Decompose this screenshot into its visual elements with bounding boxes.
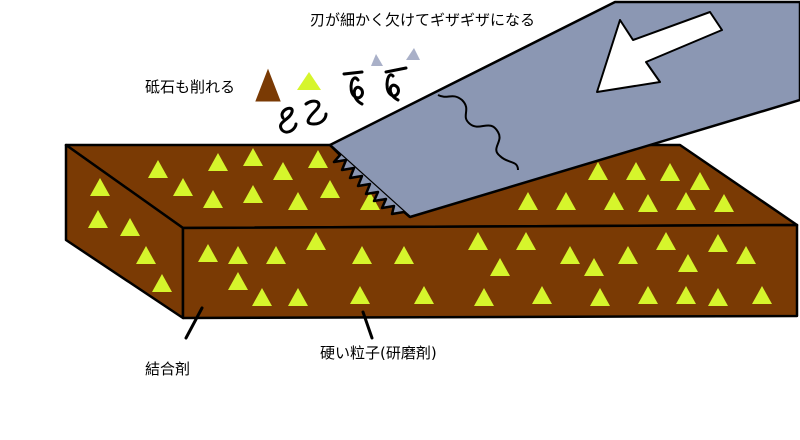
abrasive-grain	[208, 153, 228, 171]
abrasive-grain	[228, 246, 248, 264]
abrasive-grain	[273, 162, 293, 180]
abrasive-grain	[678, 254, 698, 272]
abrasive-grain	[308, 150, 328, 168]
abrasive-grain	[252, 288, 272, 306]
abrasive-grain	[532, 286, 552, 304]
abrasive-grain	[752, 286, 772, 304]
abrasive-grain	[560, 246, 580, 264]
abrasive-grain	[120, 218, 140, 236]
abrasive-grain	[228, 272, 248, 290]
grain-leader-line	[361, 310, 374, 340]
abrasive-grain	[604, 192, 624, 210]
abrasive-grain	[350, 286, 370, 304]
abrasive-grain	[490, 258, 510, 276]
abrasive-grain	[148, 160, 168, 178]
abrasive-grain	[676, 192, 696, 210]
abrasive-grain	[243, 185, 263, 203]
abrasive-grain	[288, 288, 308, 306]
abrasive-grain	[198, 244, 218, 262]
abrasive-grain	[584, 258, 604, 276]
abrasive-grain	[90, 178, 110, 196]
abrasive-grain	[588, 162, 608, 180]
abrasive-grains	[88, 148, 772, 306]
abrasive-grain	[656, 232, 676, 250]
abrasive-grain	[690, 172, 710, 190]
abrasive-grain	[243, 148, 263, 166]
abrasive-grain	[676, 286, 696, 304]
abrasive-grain-label: 硬い粒子(研磨剤)	[320, 344, 437, 362]
abrasive-grain	[288, 192, 308, 210]
abrasive-grain	[660, 163, 680, 181]
blade-chipping-label: 刃が細かく欠けてギザギザになる	[310, 11, 536, 29]
abrasive-grain	[136, 246, 156, 264]
abrasive-grain	[266, 246, 286, 264]
binder-label: 結合剤	[145, 360, 191, 378]
abrasive-grain	[474, 288, 494, 306]
abrasive-grain	[414, 286, 434, 304]
stone-fragment-brown	[255, 68, 281, 102]
abrasive-grain	[360, 192, 380, 210]
abrasive-grain	[590, 288, 610, 306]
abrasive-grain	[556, 192, 576, 210]
debris-particles-icon	[279, 66, 408, 134]
stone-wears-label: 砥石も削れる	[145, 78, 236, 96]
abrasive-grain	[618, 246, 638, 264]
binder-leader-line	[184, 306, 204, 340]
blade-fragment-triangle	[406, 48, 420, 60]
blade-bevel-line	[437, 94, 519, 171]
abrasive-grain	[516, 232, 536, 250]
abrasive-grain	[638, 286, 658, 304]
blade-jagged-edge	[329, 144, 411, 218]
abrasive-grain	[518, 192, 538, 210]
stone-fragment-lime	[297, 72, 321, 90]
abrasive-grain	[306, 232, 326, 250]
abrasive-grain	[88, 210, 108, 228]
blade-fragment-triangle	[371, 54, 383, 66]
abrasive-grain	[708, 288, 728, 306]
abrasive-grain	[394, 246, 414, 264]
abrasive-grain	[638, 194, 658, 212]
abrasive-grain	[320, 180, 340, 198]
abrasive-grain	[626, 162, 646, 180]
abrasive-grain	[152, 274, 172, 292]
abrasive-grain	[708, 234, 728, 252]
arrow-down-left-icon	[596, 11, 723, 93]
abrasive-grain	[736, 246, 756, 264]
abrasive-grain	[352, 246, 372, 264]
abrasive-grain	[468, 232, 488, 250]
abrasive-grain	[714, 194, 734, 212]
abrasive-grain	[173, 178, 193, 196]
abrasive-grain	[203, 190, 223, 208]
